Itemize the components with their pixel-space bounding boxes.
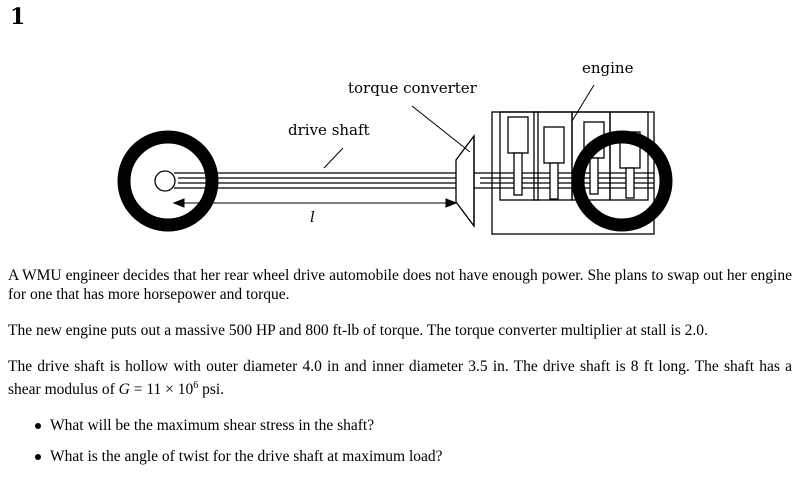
modulus-symbol: G — [118, 381, 130, 399]
front-wheel — [571, 130, 673, 232]
modulus-value: = 11 × 10 — [129, 381, 194, 399]
label-leaders — [323, 84, 595, 169]
drive-shaft-label: drive shaft — [288, 121, 370, 139]
shaft-sentence: The drive shaft is hollow with outer dia… — [8, 358, 690, 375]
torque-converter — [455, 134, 475, 228]
modulus-prefix: The shaft has a shear modulus of — [8, 358, 792, 399]
axle-hub — [154, 170, 176, 192]
modulus-exponent: 6 — [193, 380, 199, 391]
drive-shaft — [174, 172, 458, 189]
engine-label: engine — [582, 59, 634, 77]
paragraph-engine: The new engine puts out a massive 500 HP… — [8, 322, 708, 339]
paragraph-shaft: The drive shaft is hollow with outer dia… — [8, 357, 792, 399]
question-list: What will be the maximum shear stress in… — [8, 416, 792, 466]
problem-statement: A WMU engineer decides that her rear whe… — [8, 266, 792, 478]
engine-block — [474, 111, 655, 235]
paragraph-intro: A WMU engineer decides that her rear whe… — [8, 267, 792, 303]
question-item: What is the angle of twist for the drive… — [8, 447, 792, 466]
torque-converter-label: torque converter — [348, 79, 478, 97]
question-item: What will be the maximum shear stress in… — [8, 416, 792, 435]
modulus-unit: psi. — [198, 381, 225, 399]
length-dimension-arrow — [172, 198, 458, 208]
problem-number: 1 — [10, 4, 26, 30]
drivetrain-diagram: engine torque converter drive shaft l — [117, 59, 673, 235]
length-label: l — [310, 208, 315, 226]
rear-wheel — [117, 130, 219, 232]
